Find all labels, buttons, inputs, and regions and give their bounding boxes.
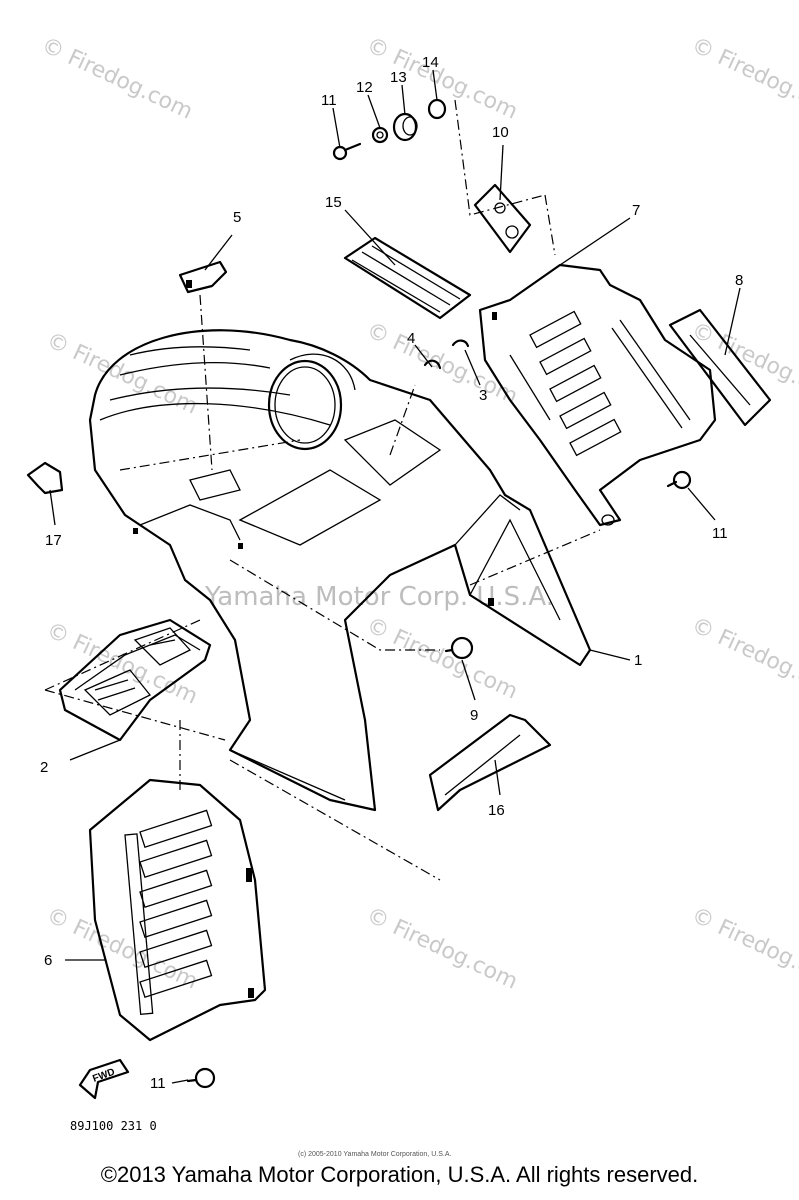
drawing-code: 89J100 231 0 <box>70 1119 157 1133</box>
watermark: © Firedog.com <box>42 328 201 420</box>
lower-cover <box>58 618 212 742</box>
watermark: © Firedog.com <box>687 33 799 125</box>
watermark: © Firedog.com <box>37 33 196 125</box>
callout-3: 3 <box>479 387 487 404</box>
callout-12: 12 <box>356 79 373 96</box>
watermark: © Firedog.com <box>362 903 521 995</box>
watermark: © Firedog.com <box>687 318 799 410</box>
plate-10 <box>473 183 532 254</box>
callout-2: 2 <box>40 759 48 776</box>
pad-8 <box>668 308 772 427</box>
watermark: © Firedog.com <box>687 613 799 705</box>
side-panel <box>88 778 267 1042</box>
callout-5: 5 <box>233 209 241 226</box>
callout-16: 16 <box>488 802 505 819</box>
callout-8: 8 <box>735 272 743 289</box>
callout-1: 1 <box>634 652 642 669</box>
small-copyright: (c) 2005-2010 Yamaha Motor Corporation, … <box>298 1151 451 1158</box>
callout-11: 11 <box>321 92 337 109</box>
callout-11-right: 11 <box>712 525 728 542</box>
callout-7: 7 <box>632 202 640 219</box>
callout-14: 14 <box>422 54 439 71</box>
watermark: © Firedog.com <box>362 33 521 125</box>
assembly-lines <box>44 99 601 881</box>
watermark: © Firedog.com <box>362 613 521 705</box>
callout-15: 15 <box>325 194 342 211</box>
watermarks: © Firedog.com © Firedog.com © Firedog.co… <box>37 33 799 995</box>
footer-copyright: ©2013 Yamaha Motor Corporation, U.S.A. A… <box>100 1162 699 1187</box>
leader-lines <box>49 69 741 1084</box>
clip-17 <box>26 461 64 495</box>
callout-6: 6 <box>44 952 52 969</box>
clip-5 <box>178 260 228 294</box>
fwd-arrow: FWD <box>78 1058 130 1100</box>
bracket-16 <box>428 713 552 812</box>
callout-13: 13 <box>390 69 407 86</box>
front-fender-body <box>88 329 592 812</box>
callout-11-bottom: 11 <box>150 1075 166 1092</box>
callouts: 1 2 3 4 5 6 7 8 9 10 11 12 13 14 15 16 1… <box>40 54 743 1092</box>
callout-9: 9 <box>470 707 478 724</box>
watermark: © Firedog.com <box>687 903 799 995</box>
callout-10: 10 <box>492 124 509 141</box>
pad-15 <box>343 236 472 320</box>
grommets <box>423 339 470 370</box>
callout-4: 4 <box>407 330 415 347</box>
watermark: © Firedog.com <box>362 318 521 410</box>
callout-17: 17 <box>45 532 62 549</box>
right-side-panel <box>478 263 717 527</box>
watermark: © Firedog.com <box>42 903 201 995</box>
